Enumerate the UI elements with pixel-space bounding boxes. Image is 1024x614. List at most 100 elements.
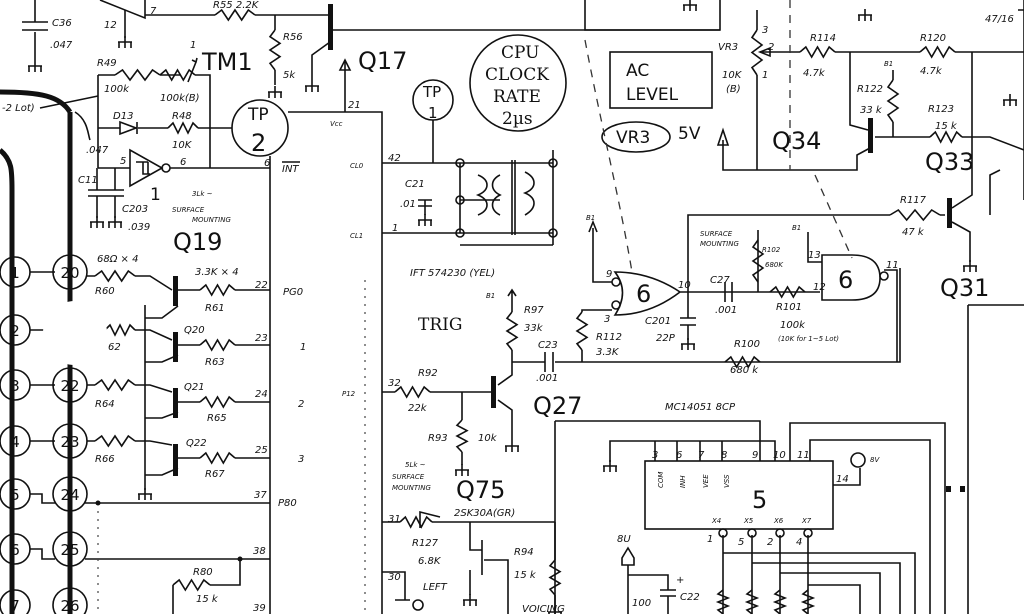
- resistor-symbol: [715, 589, 731, 614]
- connector-label: 4: [10, 433, 20, 451]
- ground-icon: [118, 36, 132, 48]
- tp1-number: 1: [428, 104, 438, 122]
- resistor-symbol: [886, 79, 900, 123]
- label-d13: D13: [113, 111, 133, 122]
- vr3-oval-label: VR3: [616, 128, 650, 148]
- resistor-symbol: [929, 130, 963, 144]
- ground-icon: [108, 216, 122, 228]
- label-voicing: VOICING: [522, 604, 565, 614]
- label-ift: IFT 574230 (YEL): [410, 268, 495, 279]
- label-b1-gate: B1: [586, 214, 595, 222]
- label-ic-pin3: 3: [652, 450, 658, 461]
- ground-icon: [268, 86, 282, 98]
- connector-label: 2: [10, 322, 20, 340]
- label-pin25: 25: [255, 445, 268, 456]
- ground-icon: [90, 216, 104, 228]
- connector-label: 5: [10, 486, 20, 504]
- label-out5: 5: [738, 537, 744, 548]
- resistor-symbol: [199, 338, 236, 352]
- label-r127: R127: [412, 538, 439, 549]
- label-pin1: 1: [392, 223, 398, 234]
- label-c27-value: .001: [715, 305, 737, 316]
- label-tm1: TM1: [201, 48, 253, 76]
- label-q75-note-1: 5Lk ~: [405, 461, 426, 469]
- resistor-symbol: [199, 283, 236, 297]
- label-pin23: 23: [255, 333, 268, 344]
- label-r56: R56: [283, 32, 303, 43]
- label-r123: R123: [928, 104, 954, 115]
- resistor-symbol: [199, 395, 236, 409]
- ground-icon: [548, 606, 562, 614]
- label-pin12: 12: [104, 20, 117, 31]
- resistor-symbol: [772, 589, 788, 614]
- ground-icon: [603, 460, 617, 472]
- cpu-clock-line-2: CLOCK: [485, 65, 549, 85]
- label-ic-pin8: 8: [721, 450, 727, 461]
- label-r80: R80: [193, 567, 213, 578]
- label-q19: Q19: [173, 228, 222, 256]
- label-trig: TRIG: [418, 315, 462, 335]
- label-mc14051: MC14051 8CP: [665, 402, 736, 413]
- label-pin31: 31: [388, 514, 401, 525]
- label-ic-vss: VSS: [723, 474, 731, 488]
- label-ic-inh: INH: [679, 475, 687, 488]
- label-ic-pin11: 11: [797, 450, 810, 461]
- resistor-symbol: [505, 311, 519, 351]
- label-r55: R55 2.2K: [213, 0, 260, 11]
- label-c23-value: .001: [536, 373, 558, 384]
- label-gate6b-pin11: 11: [886, 260, 899, 271]
- ground-icon: [463, 594, 477, 606]
- label-gate6b: 6: [838, 266, 853, 294]
- cpu-clock-line-3: RATE: [493, 87, 541, 107]
- connector-label: 7: [10, 597, 20, 614]
- label-c36: C36: [52, 18, 72, 29]
- label-b1-gate6b: B1: [792, 224, 801, 232]
- label-c36-value: .047: [50, 40, 73, 51]
- label-pin39: 39: [253, 603, 266, 614]
- label-r117-value: 47 k: [902, 227, 925, 238]
- label-c11-value: .047: [86, 145, 109, 156]
- connector-circle: [52, 476, 88, 512]
- label-c27: C27: [710, 275, 730, 286]
- label-gate6a-pin3: 3: [604, 314, 610, 325]
- label-c22: C22: [680, 592, 700, 603]
- resistor-symbol: [799, 45, 836, 59]
- resistor-symbol: [800, 589, 816, 614]
- label-r49: R49: [97, 58, 117, 69]
- label-r127-value: 6.8K: [418, 556, 442, 567]
- label-ic-pin14: 14: [836, 474, 849, 485]
- resistor-symbol: [94, 269, 136, 283]
- label-r120-value: 4.7k: [920, 66, 943, 77]
- label-out2: 2: [767, 537, 773, 548]
- label-pin6: 6: [264, 158, 270, 169]
- label-pin24: 24: [255, 389, 268, 400]
- label-cl1: CL1: [350, 232, 363, 240]
- resistor-symbol: [744, 589, 760, 614]
- ground-icon: [683, 0, 697, 11]
- label-vr3-type: (B): [726, 84, 741, 95]
- label-r93-value: 10k: [478, 433, 498, 444]
- label-c201: C201: [645, 316, 671, 327]
- label-gate6b-pin13: 13: [808, 250, 821, 261]
- label-bit2: 2: [298, 399, 304, 410]
- resistor-symbol: [268, 29, 282, 71]
- label-int: INT: [282, 164, 299, 175]
- label-q75: Q75: [456, 476, 505, 504]
- label-c21: C21: [405, 179, 425, 190]
- tp2-label: TP: [247, 105, 269, 125]
- resistor-symbol: [548, 559, 562, 596]
- label-tm1-value: 100k(B): [160, 93, 200, 104]
- label-vr3-pin3: 3: [762, 25, 768, 36]
- label-left: LEFT: [423, 582, 448, 593]
- label-r61: R61: [205, 303, 225, 314]
- label-pin21: 21: [348, 100, 361, 111]
- ground-icon: [418, 214, 432, 226]
- label-p12: P12: [342, 390, 356, 398]
- label-pin37: 37: [254, 490, 267, 501]
- label-r63: R63: [205, 357, 225, 368]
- resistor-symbol: [214, 8, 256, 22]
- connector-circle: [0, 533, 31, 565]
- label-r117: R117: [900, 195, 927, 206]
- ground-icon: [305, 80, 319, 92]
